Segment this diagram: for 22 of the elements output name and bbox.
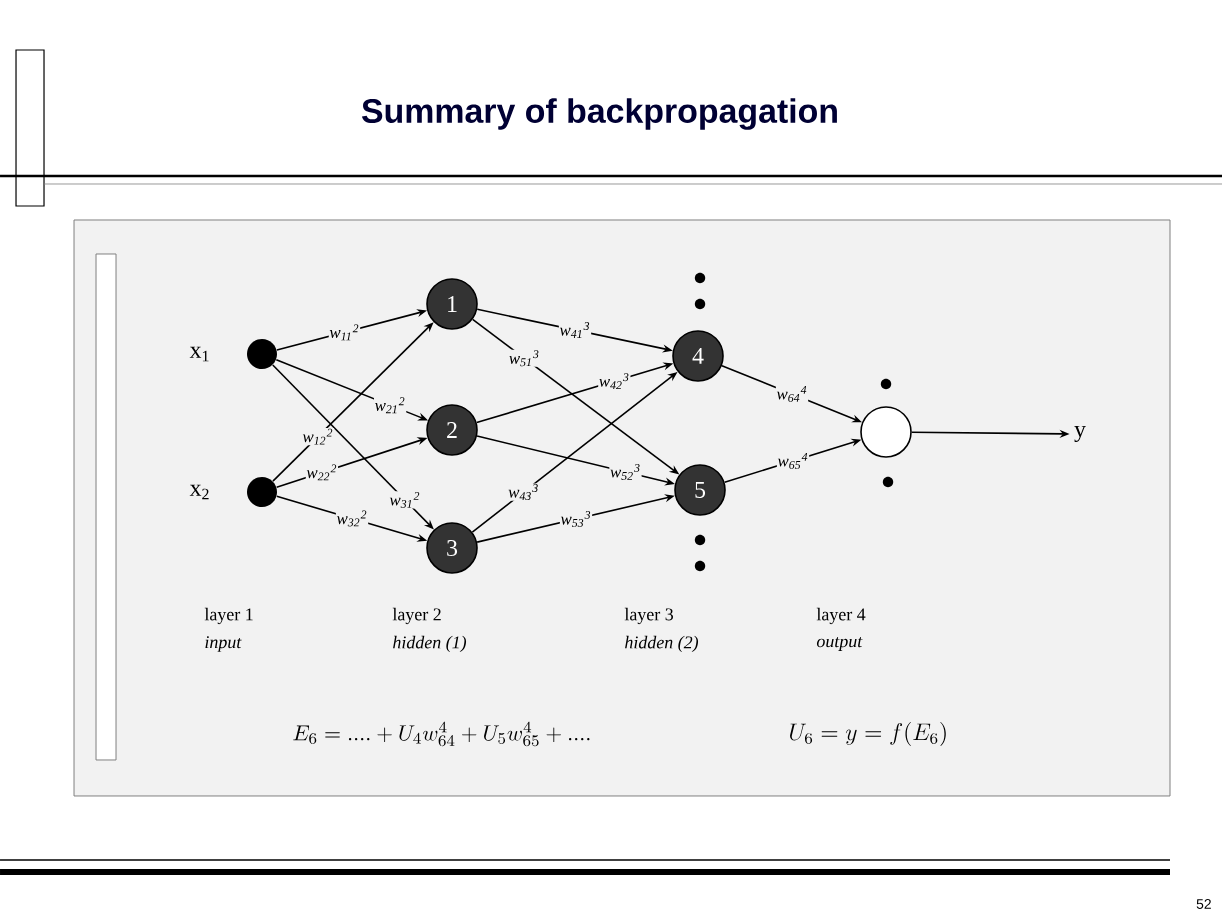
input-label: x$_{2}$ [189, 484, 209, 500]
input-neuron [247, 477, 277, 507]
layer-role-label: hidden (1) [393, 635, 467, 653]
input-label: x$_{1}$ [189, 346, 209, 362]
hidden-neuron: 1 [426, 278, 478, 330]
layer-label: layer 2 [392, 607, 441, 625]
layer-label: layer 3 [624, 607, 673, 625]
layer-role-label: output [816, 637, 863, 651]
hidden-neuron: 4 [672, 330, 724, 382]
hidden-neuron: 2 [426, 404, 478, 456]
layer-role-label: input [205, 636, 242, 652]
layer-label: layer 4 [816, 607, 866, 625]
output-neuron [860, 406, 912, 458]
hidden-neuron: 5 [674, 464, 726, 516]
slide-title: Summary of backpropagation [361, 98, 837, 130]
input-neuron [247, 339, 277, 369]
formula: $U_6 = y = f(E_6)$ [790, 722, 946, 746]
formula: $E_6 = .... + U_4 w_{64}^4 + U_5 w_{65}^4 + ....$ [293, 721, 590, 747]
layer-role-label: hidden (2) [625, 635, 699, 653]
output-label: y [1074, 425, 1086, 443]
hidden-neuron: 3 [426, 522, 478, 574]
layer-label: layer 1 [204, 607, 253, 625]
